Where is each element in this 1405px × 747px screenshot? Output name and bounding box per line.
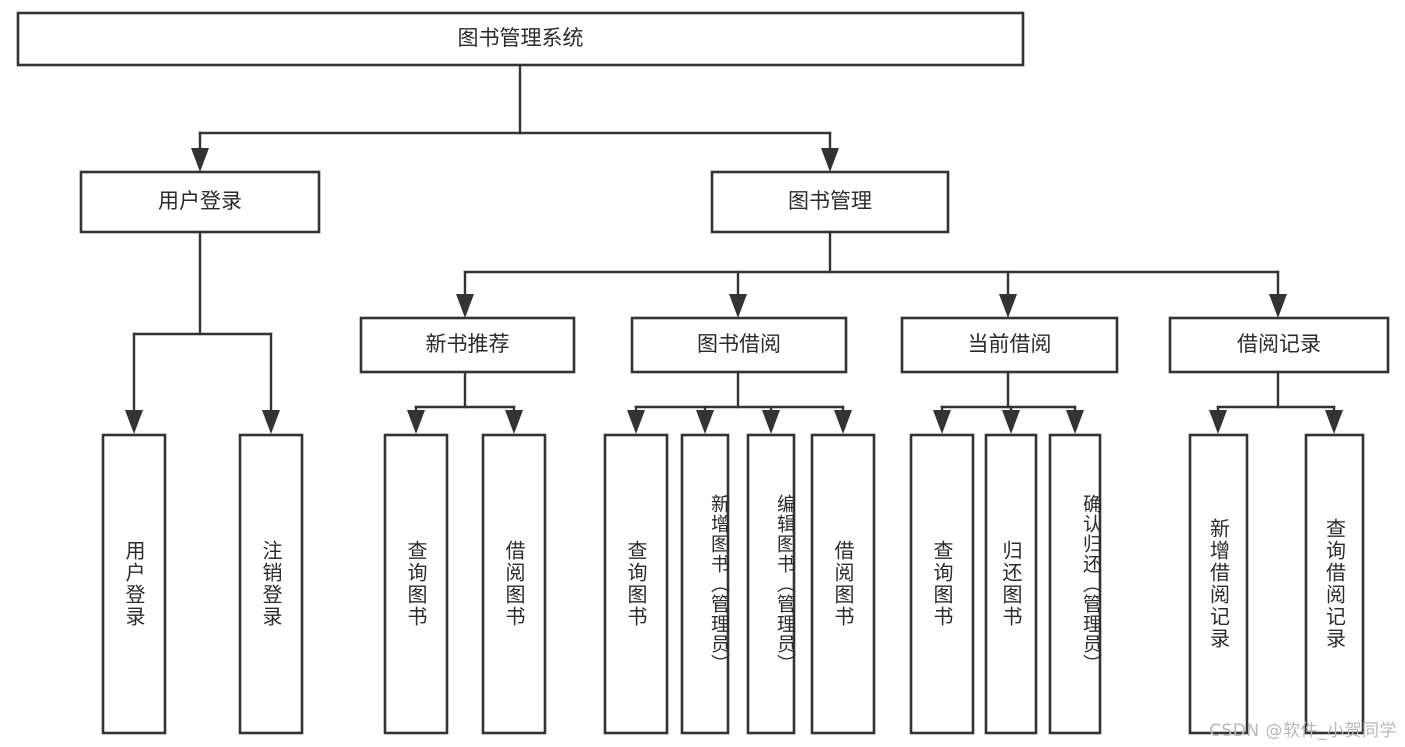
node-box-new-book-recommend[interactable] (359, 316, 576, 374)
node-box-leaf-return-book[interactable] (984, 433, 1038, 735)
node-box-user-login[interactable] (79, 170, 321, 234)
node-box-leaf-query-book-2[interactable] (603, 433, 669, 735)
connector-user-login-to-leaves (125, 230, 280, 434)
connector-current-borrow-to-leaves (933, 370, 1084, 434)
arrowhead-leaf-query-book-1 (407, 410, 425, 434)
node-box-leaf-logout[interactable] (238, 433, 304, 735)
node-box-leaf-add-book-admin[interactable] (680, 433, 730, 735)
node-box-leaf-confirm-return-admin[interactable] (1048, 433, 1102, 735)
node-box-leaf-borrow-book-1[interactable] (481, 433, 547, 735)
arrowhead-leaf-query-book-3 (933, 410, 951, 434)
arrowhead-leaf-edit-book-admin (762, 410, 780, 434)
arrowhead-borrow-record (1269, 294, 1287, 318)
connector-root-to-level2 (191, 63, 839, 172)
node-box-leaf-edit-book-admin[interactable] (746, 433, 796, 735)
connector-borrow-record-to-leaves (1209, 370, 1343, 434)
connector-book-borrow-to-leaves (627, 370, 852, 434)
node-box-borrow-record[interactable] (1168, 316, 1390, 374)
arrowhead-leaf-confirm-return-admin (1066, 410, 1084, 434)
node-box-leaf-add-record[interactable] (1188, 433, 1249, 735)
arrowhead-leaf-add-book-admin (696, 410, 714, 434)
node-box-leaf-query-book-3[interactable] (909, 433, 975, 735)
arrowhead-leaf-user-login (125, 410, 143, 434)
watermark-text: CSDN @软件_小贺同学 (1209, 721, 1397, 741)
arrowhead-leaf-borrow-book-1 (505, 410, 523, 434)
node-box-leaf-user-login[interactable] (101, 433, 167, 735)
arrowhead-leaf-query-record (1325, 410, 1343, 434)
connector-book-management-to-level3 (456, 230, 1287, 318)
arrowhead-book-management (821, 148, 839, 172)
arrowhead-leaf-logout (262, 410, 280, 434)
arrowhead-leaf-borrow-book-2 (834, 410, 852, 434)
node-box-leaf-query-book-1[interactable] (383, 433, 449, 735)
arrowhead-leaf-return-book (1002, 410, 1020, 434)
arrowhead-new-book-recommend (456, 294, 474, 318)
node-box-book-borrow[interactable] (630, 316, 848, 374)
arrowhead-user-login (191, 148, 209, 172)
connector-new-book-recommend-to-leaves (407, 370, 523, 434)
arrowhead-leaf-query-book-2 (627, 410, 645, 434)
arrowhead-book-borrow (729, 294, 747, 318)
node-box-book-management[interactable] (710, 170, 950, 234)
node-box-leaf-borrow-book-2[interactable] (810, 433, 876, 735)
node-box-leaf-query-record[interactable] (1304, 433, 1365, 735)
arrowhead-leaf-add-record (1209, 410, 1227, 434)
node-box-current-borrow[interactable] (900, 316, 1119, 374)
node-box-root[interactable] (16, 11, 1025, 67)
arrowhead-current-borrow (999, 294, 1017, 318)
